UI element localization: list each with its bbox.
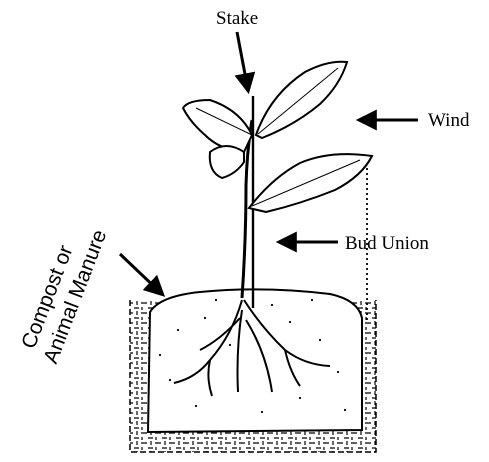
stake-arrow [237,32,248,90]
leaves [183,62,372,212]
stake-label: Stake [216,8,258,29]
wind-label: Wind [428,110,470,131]
bud-union-label: Bud Union [345,233,429,254]
compost-label: Compost or Animal Manure [15,217,111,366]
compost-arrow [120,254,162,294]
planting-hole [148,289,362,432]
